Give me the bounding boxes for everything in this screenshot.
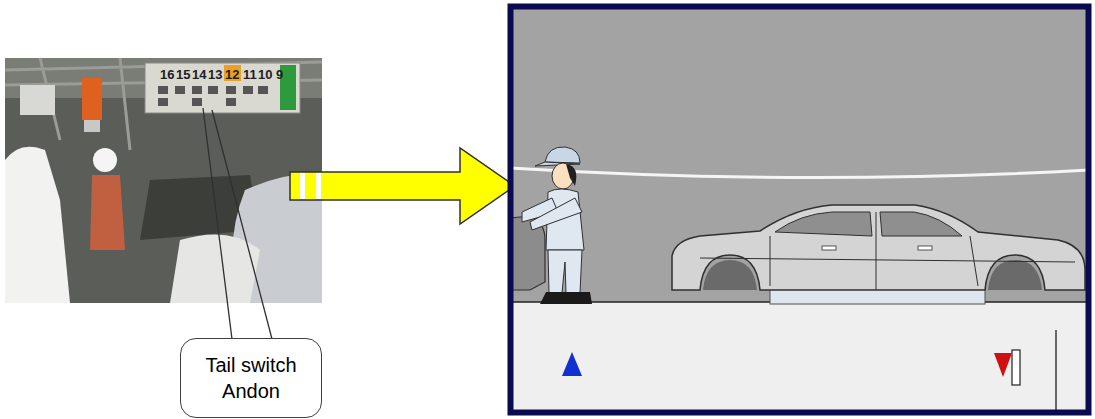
floor xyxy=(510,302,1089,413)
arrow-gap xyxy=(316,173,321,199)
ceiling-pipes xyxy=(5,58,322,150)
car-body xyxy=(672,205,1085,290)
white-car xyxy=(170,234,260,303)
line-post xyxy=(1012,350,1020,385)
tail-switch xyxy=(84,120,100,132)
start-marker xyxy=(562,352,582,376)
end-marker xyxy=(994,353,1012,377)
callout-text: Tail switch Andon xyxy=(199,352,303,404)
worker-red xyxy=(90,175,125,250)
photo-background xyxy=(5,58,322,303)
car-lines xyxy=(700,212,1075,290)
andon-board xyxy=(145,63,300,113)
arrow-gap xyxy=(300,173,305,199)
door-handle xyxy=(918,246,932,250)
andon-number: 13 xyxy=(208,67,222,82)
car-window xyxy=(775,212,872,236)
door-handle xyxy=(822,246,836,250)
andon-number: 16 xyxy=(160,67,174,82)
wheel-arch xyxy=(703,260,757,290)
wheel-arch xyxy=(988,260,1042,290)
andon-number: 9 xyxy=(276,67,283,82)
conveyor-rail xyxy=(510,168,1089,178)
callout-box: Tail switch Andon xyxy=(180,338,322,418)
andon-cells xyxy=(158,86,268,106)
panel-frame xyxy=(511,7,1089,413)
hanging-equipment xyxy=(20,85,55,115)
zone-line xyxy=(1055,330,1056,413)
andon-lit-cell xyxy=(224,65,241,81)
factory-photo xyxy=(5,58,322,303)
andon-number: 15 xyxy=(176,67,190,82)
tail-switch-box xyxy=(82,78,102,120)
yellow-arrow xyxy=(290,148,515,224)
line-illustration xyxy=(510,6,1089,413)
wall xyxy=(510,6,1089,413)
andon-number: 10 xyxy=(258,67,272,82)
callout-leader xyxy=(203,108,272,339)
worker xyxy=(522,147,592,304)
car-window xyxy=(880,212,962,236)
arrow-shape xyxy=(290,148,515,224)
andon-number: 11 xyxy=(243,67,257,82)
worker-helmet xyxy=(93,148,117,172)
andon-number: 12 xyxy=(225,67,239,82)
andon-number: 14 xyxy=(192,67,206,82)
worker-white xyxy=(5,147,70,303)
